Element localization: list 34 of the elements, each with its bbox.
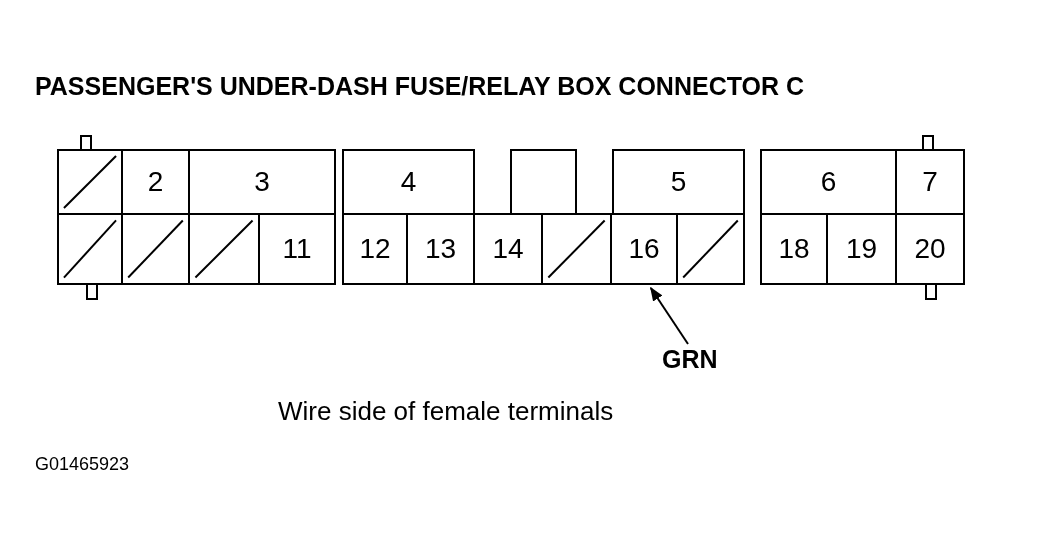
terminal-cell (612, 149, 745, 215)
pin-number: 3 (254, 166, 270, 198)
pin-number: 20 (914, 233, 946, 265)
pin-number: 14 (492, 233, 524, 265)
pin-number: 4 (400, 166, 417, 198)
pin-number: 18 (778, 233, 810, 265)
housing-key-box (510, 149, 577, 215)
terminal-cell (760, 213, 828, 285)
blocked-terminal-cell (541, 213, 612, 285)
leader-arrow (649, 286, 689, 345)
note-text: Wire side of female terminals (278, 396, 614, 427)
blocked-terminal-cell (57, 213, 123, 285)
pin-number: 5 (670, 166, 687, 198)
terminal-cell (473, 213, 543, 285)
terminal-cell (342, 149, 475, 215)
terminal-cell (895, 149, 965, 215)
pin-number: 13 (424, 233, 457, 265)
blocked-terminal-cell (676, 213, 745, 285)
terminal-cell (895, 213, 965, 285)
pin-number: 7 (922, 166, 938, 198)
pin-number: 16 (628, 233, 660, 265)
pin-number: 11 (282, 233, 312, 265)
figure-code: G01465923 (35, 454, 130, 475)
diagram-title: PASSENGER'S UNDER-DASH FUSE/RELAY BOX CONNECTOR C (35, 72, 805, 101)
terminal-cell (188, 149, 336, 215)
terminal-cell (760, 149, 897, 215)
terminal-cell (258, 213, 336, 285)
wire-color-label: GRN (662, 345, 718, 374)
pin-number: 12 (359, 233, 391, 265)
pin-number: 19 (845, 233, 878, 265)
pin-number: 2 (147, 166, 164, 198)
pin-number: 6 (820, 166, 837, 198)
terminal-cell (342, 213, 408, 285)
blocked-terminal-cell (57, 149, 123, 215)
